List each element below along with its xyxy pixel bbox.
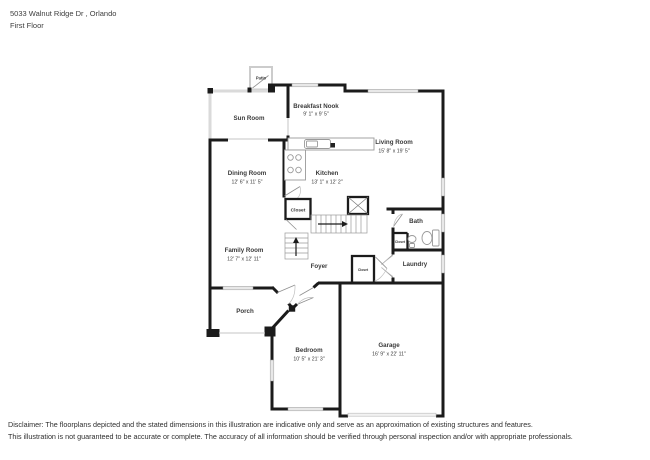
stairs-upper-flight <box>310 214 368 234</box>
bedroom-diagonal-wall <box>270 309 290 330</box>
room-label-patio: Patio <box>256 76 267 81</box>
entry-door-arc <box>288 284 296 305</box>
window <box>440 254 446 274</box>
arrowhead <box>342 221 348 227</box>
window <box>367 89 419 94</box>
stairs-outline <box>284 232 309 260</box>
entry-door-leaf <box>277 284 296 293</box>
kitchen-sink-basin <box>306 140 318 148</box>
room-label-living-room: Living Room <box>375 139 413 146</box>
stair-closet-walls <box>284 197 312 221</box>
entry-doors <box>277 284 314 305</box>
utility-x-mark <box>347 196 369 215</box>
room-label-dining-room: Dining Room <box>228 170 267 177</box>
bedroom-door-arc <box>298 297 314 304</box>
room-label-stair-closet: Closet <box>291 208 306 214</box>
bath-fixtures <box>407 229 440 248</box>
room-dims-breakfast-nook: 9' 1" x 9' 5" <box>303 112 329 118</box>
burner-icon <box>295 166 302 174</box>
pedestal-sink-icon <box>407 235 417 243</box>
room-dims-garage: 16' 9" x 22' 11" <box>372 352 406 358</box>
sink-base <box>409 243 415 248</box>
room-label-foyer-closet: Closet <box>358 268 369 272</box>
utility-box <box>346 195 370 216</box>
disclaimer-line-2: This illustration is not guaranteed to b… <box>8 432 573 441</box>
window <box>440 213 446 233</box>
bedroom-door-leaves <box>296 287 314 305</box>
sun-room-walls <box>207 83 290 142</box>
porch-structure <box>206 326 276 337</box>
bath-structure <box>386 207 445 252</box>
stairs-outline <box>310 214 368 234</box>
hall-door-leaf <box>284 186 301 197</box>
foyer-closet-walls <box>350 254 376 283</box>
plan-header: 5033 Walnut Ridge Dr , Orlando First Flo… <box>10 8 116 32</box>
foyer-closet-door-leaf <box>375 256 388 269</box>
window <box>440 177 446 197</box>
toilet-icon <box>421 231 433 245</box>
wall-post <box>247 87 252 93</box>
laundry-door-arcs <box>381 255 394 277</box>
garage-door <box>347 412 437 417</box>
room-label-foyer: Foyer <box>311 263 328 270</box>
kitchen-structure <box>282 137 375 200</box>
porch-post <box>264 326 276 337</box>
address-text: 5033 Walnut Ridge Dr , Orlando <box>10 9 117 18</box>
room-label-porch: Porch <box>236 308 254 315</box>
burner-icon <box>287 166 294 174</box>
room-label-garage: Garage <box>378 342 400 349</box>
laundry-structure <box>381 250 395 285</box>
floor-label: First Floor <box>10 21 44 30</box>
wall-post <box>268 83 275 93</box>
room-labels: Patio Sun Room Breakfast Nook 9' 1" x 9'… <box>225 76 428 363</box>
disclaimer: Disclaimer: The floorplans depicted and … <box>8 419 644 443</box>
room-label-bedroom: Bedroom <box>295 347 323 354</box>
bath-door-leaf <box>393 213 403 227</box>
closet-door-leaf <box>285 219 297 230</box>
arrowhead <box>293 237 299 243</box>
room-label-laundry: Laundry <box>403 261 428 268</box>
room-dims-family-room: 12' 7" x 12' 11" <box>227 257 261 263</box>
windows <box>222 83 446 412</box>
room-dims-bedroom: 10' 5" x 21' 3" <box>293 357 324 363</box>
room-label-breakfast-nook: Breakfast Nook <box>293 103 339 110</box>
bedroom-door-wall <box>291 281 320 310</box>
bath-door-arc <box>393 213 403 227</box>
window <box>222 286 254 291</box>
room-label-family-room: Family Room <box>225 247 264 254</box>
porch-post <box>206 329 220 337</box>
disclaimer-line-1: Disclaimer: The floorplans depicted and … <box>8 420 533 429</box>
stairs-core <box>284 195 370 260</box>
faucet-icon <box>330 143 335 148</box>
room-label-sun-room: Sun Room <box>234 115 265 122</box>
foyer-closet-structure <box>350 254 388 283</box>
room-dims-dining-room: 12' 6" x 11' 5" <box>232 180 263 186</box>
stairs-lower-flight <box>284 232 309 260</box>
room-dims-kitchen: 13' 1" x 12' 2" <box>311 180 342 186</box>
burner-icon <box>295 154 302 161</box>
room-label-kitchen: Kitchen <box>316 170 339 177</box>
room-label-bath-closet: Closet <box>395 240 406 244</box>
stove-icon <box>284 149 306 181</box>
window <box>269 359 275 382</box>
wall-node <box>288 305 296 312</box>
window <box>287 407 324 412</box>
room-dims-living-room: 15' 8" x 19' 5" <box>378 149 409 155</box>
burner-icon <box>287 154 294 161</box>
bath-closet-walls <box>393 231 409 250</box>
room-label-bath: Bath <box>409 218 423 225</box>
wall-post <box>207 88 213 94</box>
foyer-closet-door-arc <box>374 268 388 282</box>
window <box>291 83 319 88</box>
toilet-tank <box>432 229 440 247</box>
patio-door-leaf <box>252 75 269 89</box>
